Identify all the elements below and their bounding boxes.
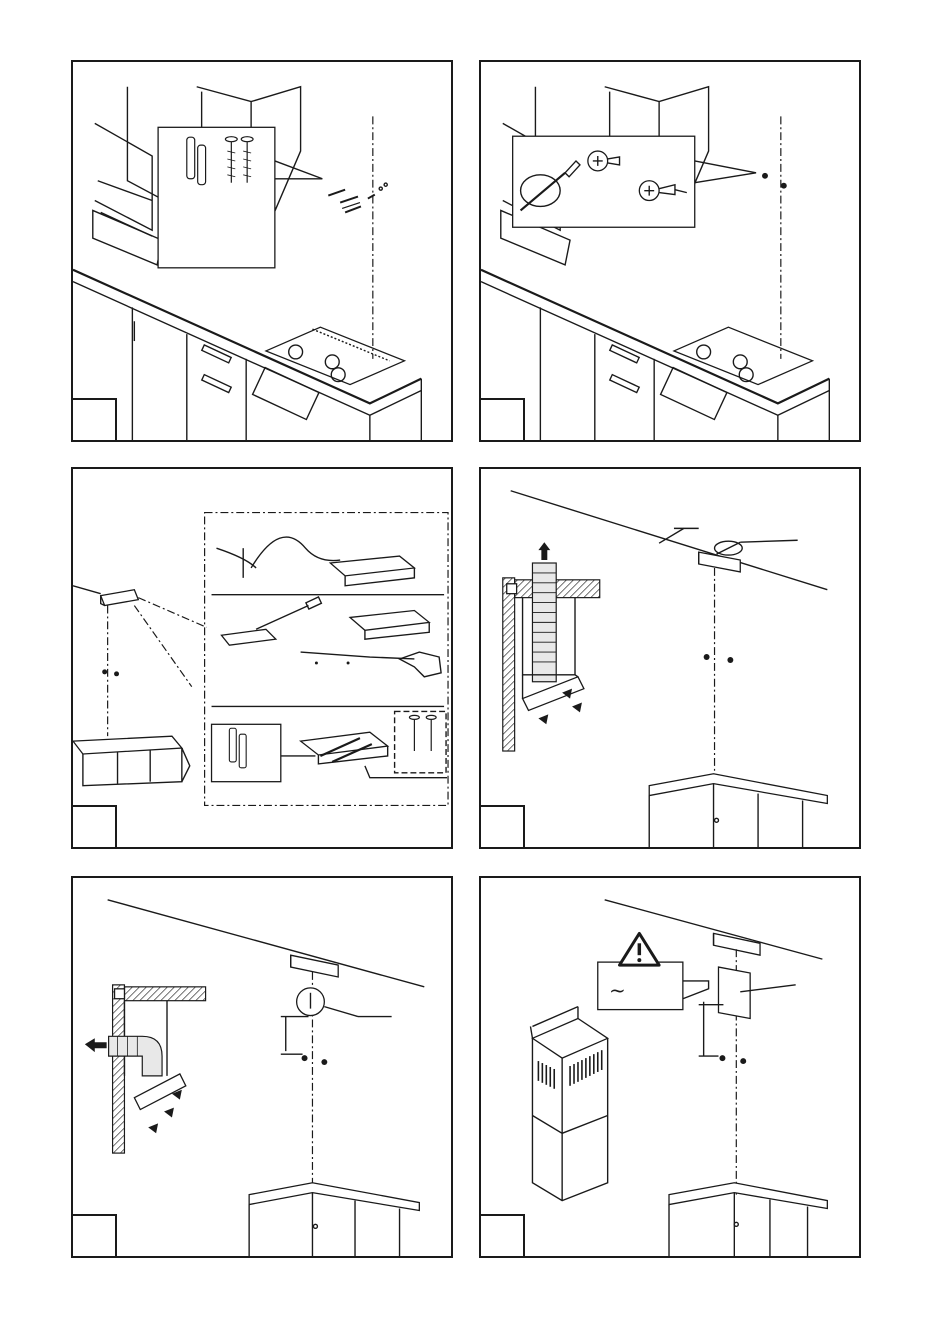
step-number-box — [71, 1214, 117, 1258]
step-number-box — [479, 398, 525, 442]
step-number-box — [71, 805, 117, 849]
step-panel-6: ~ — [479, 876, 861, 1258]
step-panel-4 — [479, 467, 861, 849]
chimney-installation-illustration — [481, 878, 859, 1256]
step-panel-1 — [71, 60, 453, 442]
wall-exhaust-illustration — [73, 878, 451, 1256]
step-panel-2 — [479, 60, 861, 442]
step-number-box — [479, 805, 525, 849]
screw-tightening-illustration — [481, 62, 859, 440]
step-number-box — [479, 1214, 525, 1258]
ducted-version-illustration — [481, 469, 859, 847]
warning-triangle-icon — [620, 933, 660, 965]
step-panel-5 — [71, 876, 453, 1258]
step-panel-3 — [71, 467, 453, 849]
callout-symbol: ~ — [609, 978, 626, 1002]
step-number-box — [71, 398, 117, 442]
kitchen-wall-drill-illustration — [73, 62, 451, 440]
bracket-mounting-illustration — [73, 469, 451, 847]
